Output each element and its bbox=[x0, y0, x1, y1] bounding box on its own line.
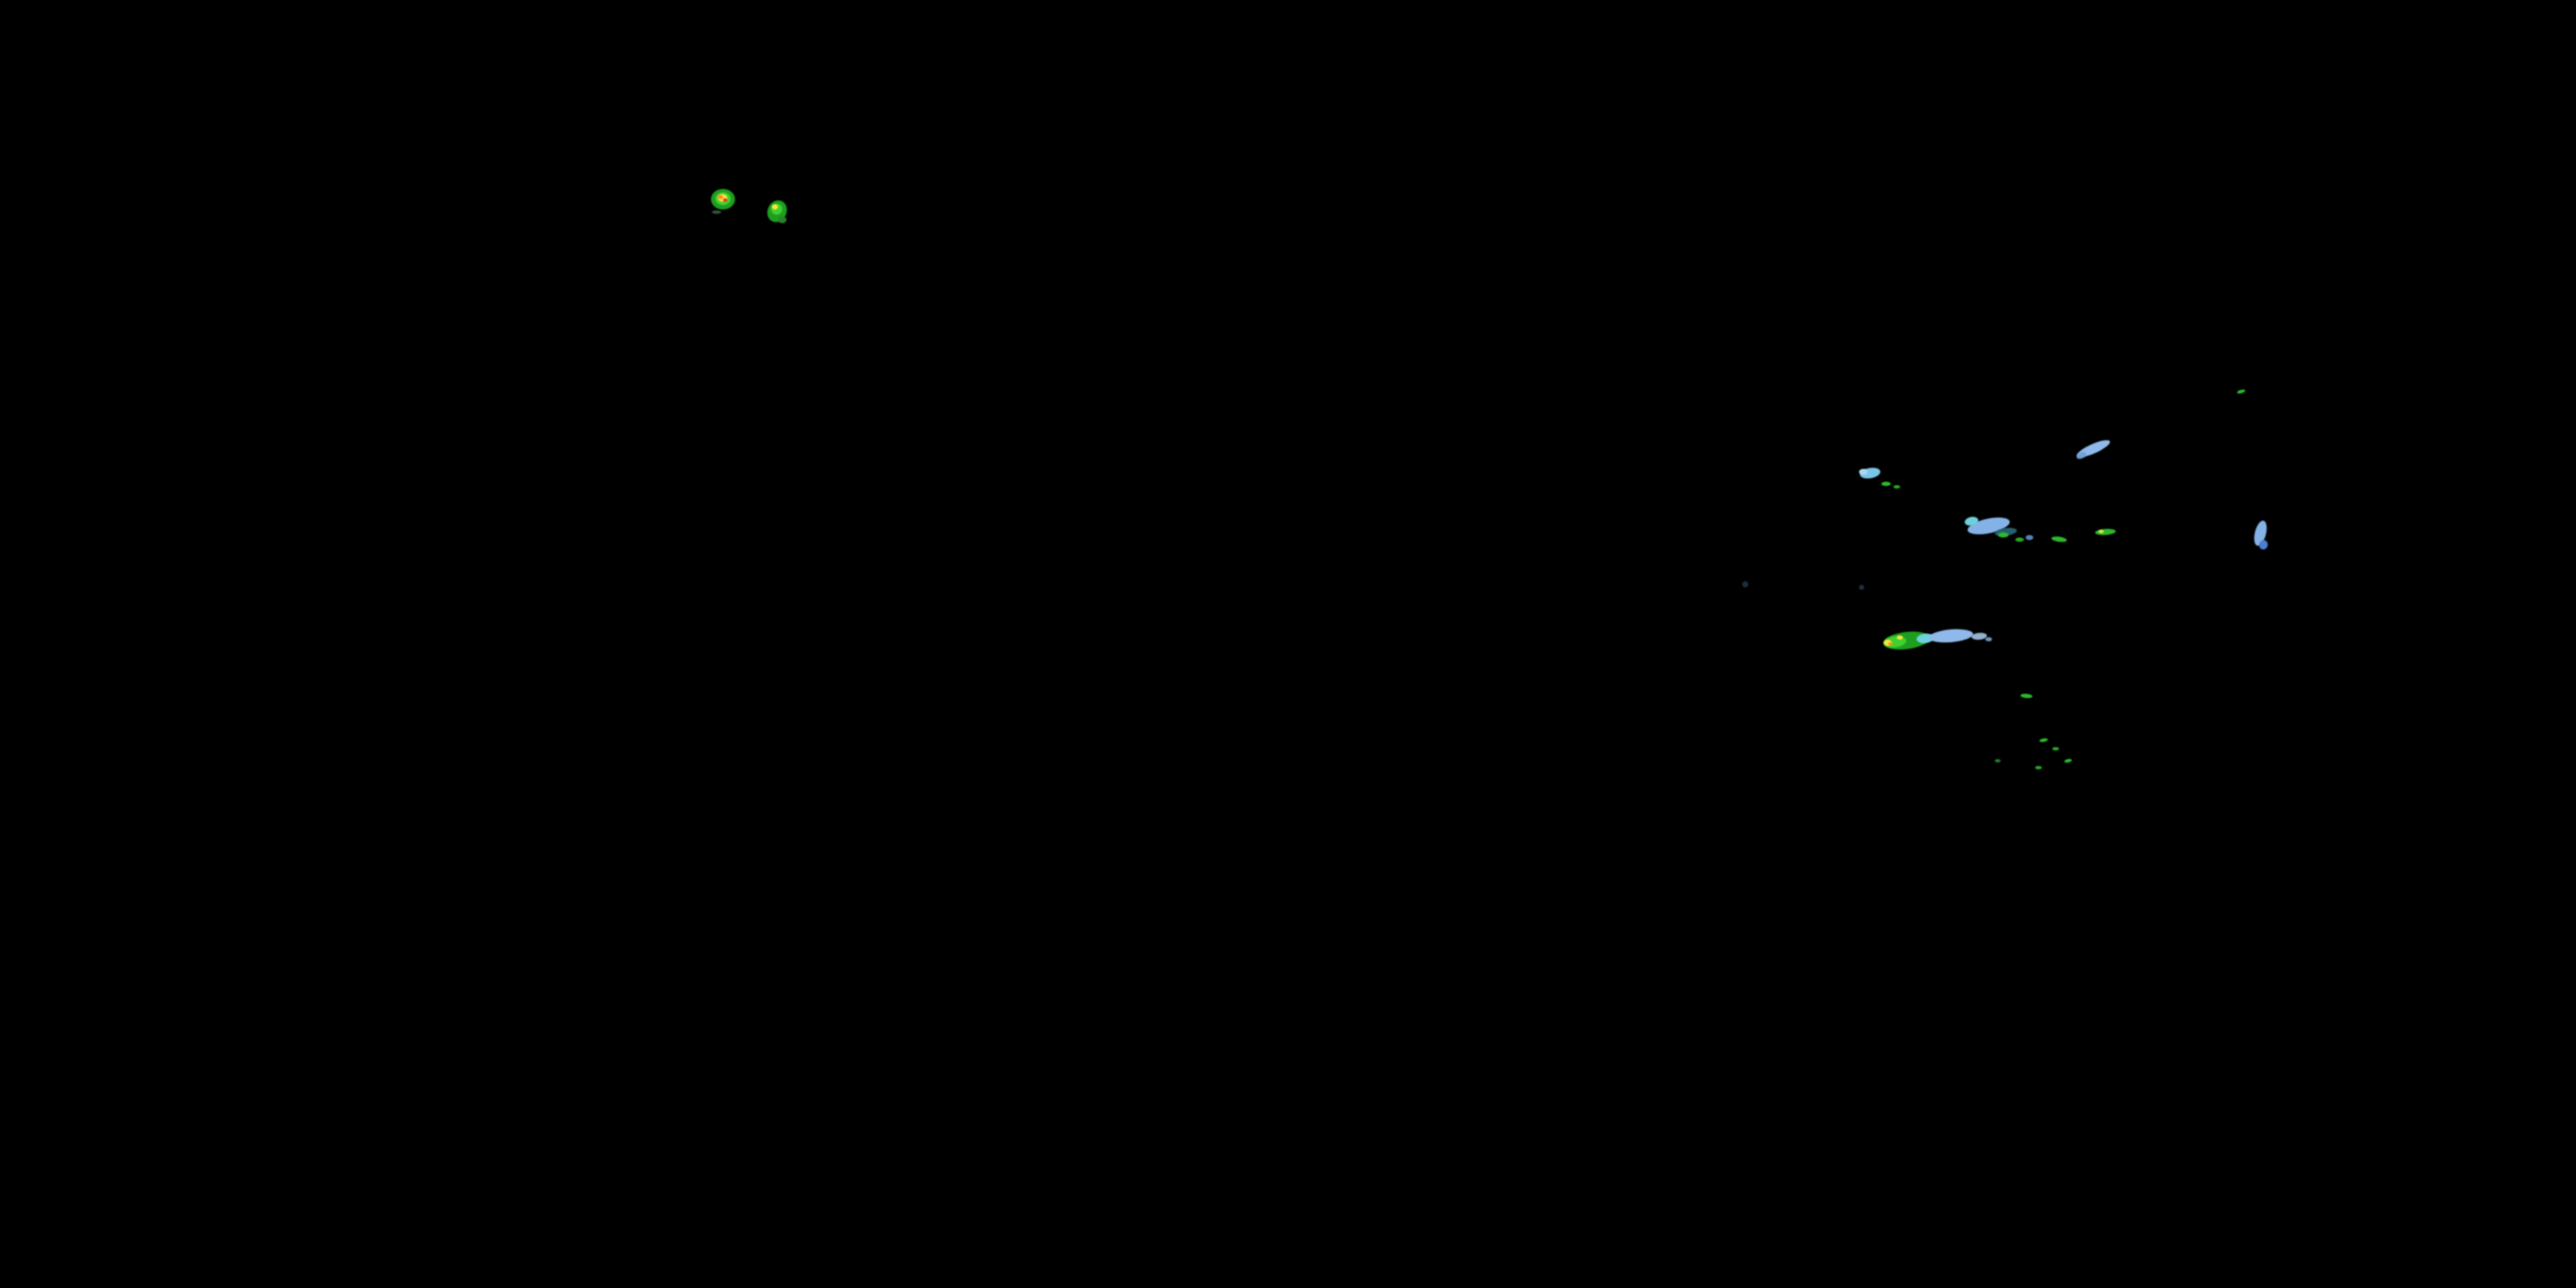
radar-echo bbox=[1998, 532, 2008, 538]
radar-echo bbox=[1887, 642, 1893, 646]
radar-echo bbox=[778, 216, 787, 223]
radar-echo bbox=[2257, 538, 2269, 550]
radar-echo bbox=[2075, 450, 2087, 460]
radar-echo bbox=[771, 204, 778, 210]
radar-echo bbox=[718, 194, 723, 199]
radar-echo bbox=[2099, 530, 2104, 533]
radar-echo bbox=[2038, 738, 2049, 743]
radar-echo bbox=[1741, 580, 1748, 587]
radar-echo bbox=[2035, 766, 2042, 769]
radar-echo bbox=[722, 198, 727, 202]
radar-echo bbox=[2020, 692, 2033, 699]
radar-echo bbox=[711, 210, 721, 214]
radar-echo bbox=[1859, 468, 1868, 475]
radar-echo bbox=[1859, 585, 1864, 590]
radar-echo bbox=[2236, 388, 2246, 395]
radar-echo bbox=[1985, 636, 1992, 641]
radar-echo bbox=[2025, 535, 2033, 540]
radar-echo bbox=[1893, 485, 1900, 489]
radar-echo bbox=[1883, 639, 1892, 646]
radar-echo bbox=[2050, 535, 2068, 544]
radar-echo bbox=[1896, 635, 1903, 640]
radar-echo bbox=[2063, 758, 2072, 763]
radar-echo bbox=[1994, 759, 2001, 762]
radar-echo bbox=[1880, 481, 1891, 486]
radar-echo bbox=[1928, 627, 1974, 644]
radar-echo bbox=[2015, 537, 2024, 542]
radar-echo bbox=[2052, 747, 2059, 750]
